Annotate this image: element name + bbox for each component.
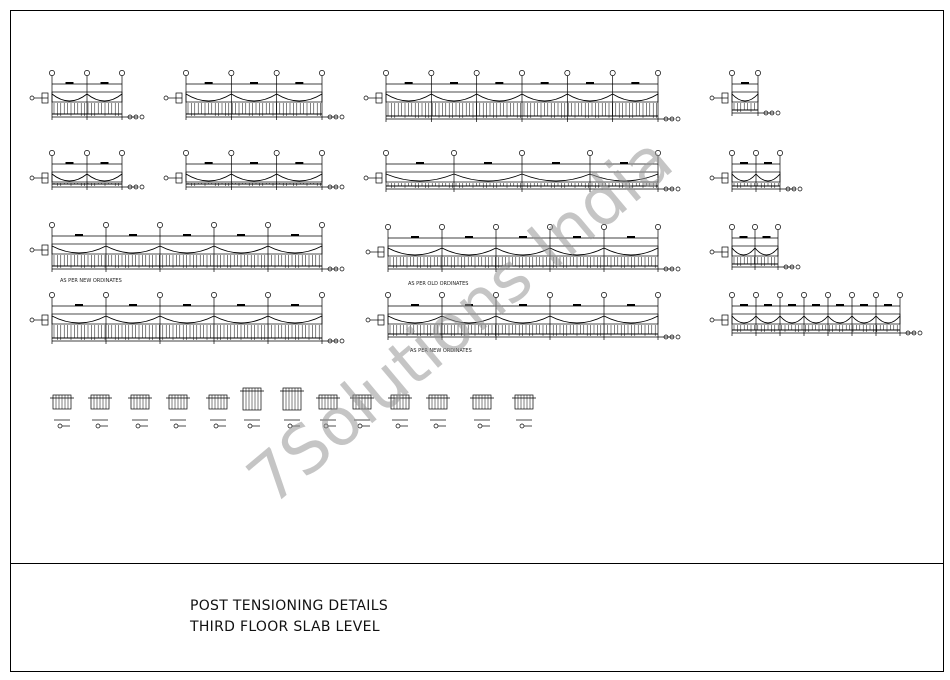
slab-elevation-10	[365, 224, 681, 272]
note-old-ordinates: AS PER OLD ORDINATES	[408, 281, 469, 287]
section-detail-10	[388, 394, 412, 429]
slab-elevation-11	[709, 224, 801, 270]
section-detail-5	[206, 394, 230, 429]
note-new-ordinates: AS PER NEW ORDINATES	[60, 278, 122, 284]
slab-elevation-12	[29, 292, 345, 344]
slab-elevation-5	[29, 150, 145, 190]
slab-elevation-14	[709, 292, 923, 336]
section-detail-11	[426, 394, 450, 429]
section-detail-13	[512, 394, 536, 429]
slab-elevation-8	[709, 150, 803, 192]
section-detail-4	[166, 394, 190, 429]
title-line-2: THIRD FLOOR SLAB LEVEL	[190, 619, 380, 635]
section-detail-9	[350, 394, 374, 429]
section-detail-3	[128, 394, 152, 429]
slab-elevation-1	[29, 70, 145, 120]
slab-elevation-3	[363, 70, 681, 122]
slab-elevation-4	[709, 70, 781, 116]
section-detail-6	[240, 387, 264, 429]
note-row4: AS PER NEW ORDINATES	[410, 348, 472, 354]
section-detail-8	[316, 394, 340, 429]
section-detail-7	[280, 387, 304, 429]
slab-elevation-6	[163, 150, 345, 190]
title-line-1: POST TENSIONING DETAILS	[190, 598, 389, 614]
slab-elevation-2	[163, 70, 345, 120]
slab-elevation-9	[29, 222, 345, 272]
slab-elevation-13	[365, 292, 681, 340]
title-block	[10, 563, 944, 672]
section-detail-12	[470, 394, 494, 429]
sheet-border	[10, 10, 944, 672]
slab-elevation-7	[363, 150, 681, 192]
section-detail-2	[88, 394, 112, 429]
section-detail-1	[50, 394, 74, 429]
